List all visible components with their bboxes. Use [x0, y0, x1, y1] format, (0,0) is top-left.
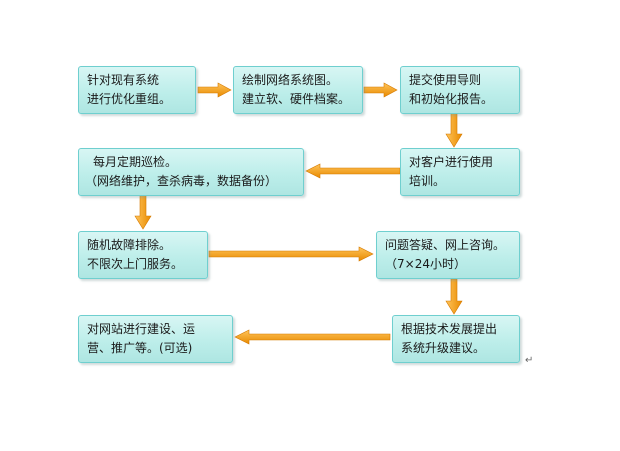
node-website-construction: 对网站进行建设、运 营、推广等。(可选) — [78, 315, 233, 363]
node-line: （网络维护，查杀病毒，数据备份） — [85, 174, 278, 188]
node-line: 建立软、硬件档案。 — [242, 92, 351, 106]
node-line: 根据技术发展提出 — [401, 322, 498, 336]
arrow-n1-n2 — [197, 82, 232, 98]
node-line: 对客户进行使用 — [409, 155, 494, 169]
node-line: （7×24小时） — [385, 257, 466, 271]
node-fault-troubleshooting: 随机故障排除。 不限次上门服务。 — [78, 231, 208, 279]
arrow-n5-n6 — [134, 193, 152, 230]
node-customer-training: 对客户进行使用 培训。 — [400, 148, 520, 196]
node-line: 和初始化报告。 — [409, 92, 494, 106]
node-line: 培训。 — [409, 174, 446, 188]
arrow-n7-n8 — [445, 278, 463, 315]
node-line: 绘制网络系统图。 — [242, 73, 339, 87]
node-line: 问题答疑、网上咨询。 — [385, 238, 506, 252]
node-draw-network-diagram: 绘制网络系统图。 建立软、硬件档案。 — [233, 66, 363, 114]
arrow-n3-n4 — [445, 112, 463, 148]
node-optimize-existing-system: 针对现有系统 进行优化重组。 — [78, 66, 196, 114]
node-line: 提交使用导则 — [409, 73, 482, 87]
node-line: 随机故障排除。 — [87, 238, 172, 252]
arrow-n8-n9 — [234, 329, 391, 345]
node-line: 不限次上门服务。 — [87, 257, 184, 271]
node-line: 进行优化重组。 — [87, 92, 172, 106]
paragraph-mark: ↵ — [525, 355, 534, 366]
node-monthly-inspection: 每月定期巡检。 （网络维护，查杀病毒，数据备份） — [78, 148, 304, 196]
node-upgrade-suggestions: 根据技术发展提出 系统升级建议。 — [392, 315, 520, 363]
node-line: 营、推广等。(可选) — [87, 341, 193, 355]
node-line: 每月定期巡检。 — [93, 155, 178, 169]
node-line: 针对现有系统 — [87, 73, 160, 87]
arrow-n2-n3 — [363, 82, 398, 98]
node-line: 对网站进行建设、运 — [87, 322, 196, 336]
node-qa-online-consulting: 问题答疑、网上咨询。 （7×24小时） — [376, 231, 520, 279]
arrow-n4-n5 — [305, 163, 401, 179]
node-line: 系统升级建议。 — [401, 341, 486, 355]
node-submit-usage-guide: 提交使用导则 和初始化报告。 — [400, 66, 520, 114]
arrow-n6-n7 — [208, 246, 374, 262]
